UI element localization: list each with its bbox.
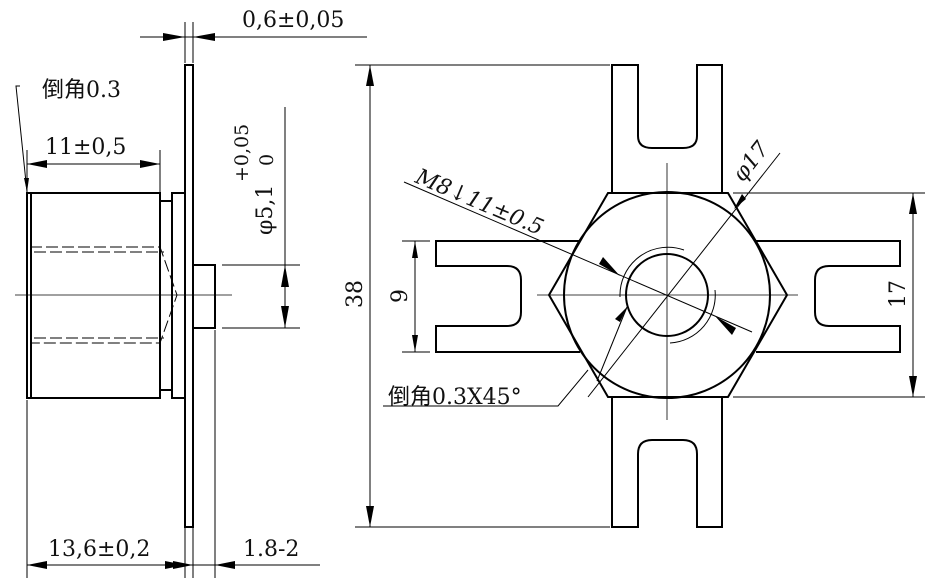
tab-width-9-label: 9	[388, 289, 413, 303]
height-38-label: 38	[343, 280, 368, 308]
plate	[184, 64, 194, 528]
side-view: 0,6±0,05 倒角0.3 11±0,5 φ5,1 +0,05 0 13,6±…	[15, 8, 367, 578]
body-outline	[26, 192, 161, 399]
diameter-tol-lower: 0	[256, 154, 278, 166]
front-view: M8↓11±0.5 φ17 倒角0.3X45° 38 9 17	[343, 64, 925, 528]
pin-length-label: 1.8-2	[243, 537, 299, 562]
chamfer-right-label: 倒角0.3X45°	[388, 385, 522, 410]
left-tab	[435, 240, 580, 353]
pin	[192, 264, 216, 329]
top-tab	[611, 64, 723, 193]
diameter-pin-label: φ5,1	[253, 185, 278, 235]
body-step	[159, 200, 173, 391]
hex-17-label: 17	[886, 280, 911, 308]
thread-arc	[619, 246, 716, 344]
total-length-label: 13,6±0,2	[48, 537, 150, 562]
length-11-label: 11±0,5	[45, 135, 126, 160]
right-tab	[756, 240, 901, 353]
chamfer-left-label: 倒角0.3	[42, 78, 121, 103]
bottom-tab	[611, 397, 723, 528]
thickness-label: 0,6±0,05	[242, 8, 344, 33]
flange	[171, 192, 186, 399]
thread-label: M8↓11±0.5	[411, 164, 547, 241]
diameter-17-label: φ17	[728, 137, 774, 187]
diameter-tol-upper: +0,05	[231, 124, 253, 182]
